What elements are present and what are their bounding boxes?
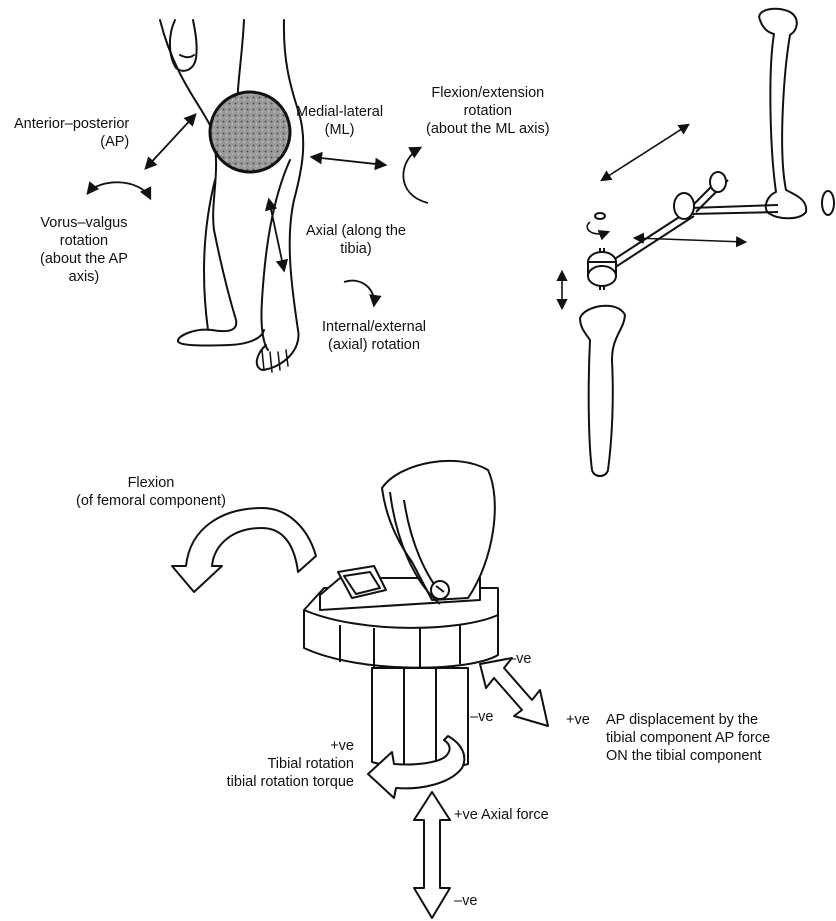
internal-external-arrow [344,281,374,305]
varus-valgus-arrow [88,182,150,198]
flexion-extension-arrow [403,148,428,203]
axial-arrow [269,200,284,270]
flexion-label: Flexion (of femoral component) [76,474,226,510]
bone-rig-illustration [580,9,834,476]
axial-label: Axial (along the tibia) [306,222,406,258]
flexion-extension-label: Flexion/extension rotation (about the ML… [426,84,550,138]
axial-force-arrow [414,792,450,918]
ml-label: Medial-lateral (ML) [296,103,383,139]
rig-ml-arrow [635,238,745,242]
legs-illustration [160,20,303,372]
ap-pos-label: +ve [566,711,590,729]
ap-caption: AP displacement by the tibial component … [606,711,770,765]
rig-ap-arrow [602,125,688,180]
varus-valgus-label: Vorus–valgus rotation (about the AP axis… [40,214,128,286]
flexion-arrow [172,508,316,592]
ap-arrow [146,115,195,168]
knee-circle [210,92,290,172]
rot-neg-label: –ve [470,708,493,726]
knee-implant-illustration [304,461,498,770]
rig-rotation-arrow [587,222,608,234]
internal-external-label: Internal/external (axial) rotation [322,318,426,354]
axial-pos-label: +ve Axial force [454,806,549,824]
tibia [580,306,625,476]
ap-neg-label: –ve [508,650,531,668]
rotation-caption: +ve Tibial rotation tibial rotation torq… [184,737,354,791]
ml-arrow [312,157,385,165]
ap-label: Anterior–posterior (AP) [14,115,129,151]
femur [759,9,806,219]
axial-neg-label: –ve [454,892,477,910]
